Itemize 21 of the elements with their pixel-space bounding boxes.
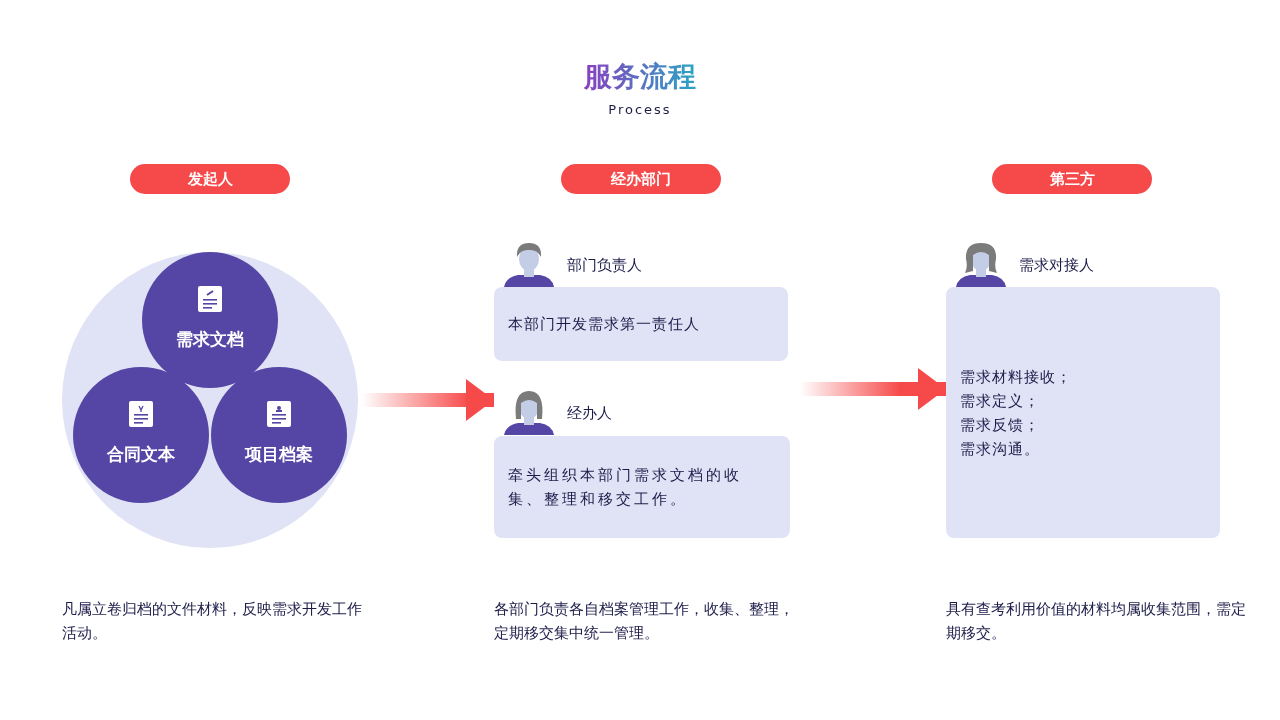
- role-heading: 需求对接人: [1019, 256, 1094, 275]
- card-text: 需求沟通。: [960, 438, 1041, 460]
- card-text: 需求定义；: [960, 390, 1041, 412]
- role-heading: 经办人: [567, 404, 612, 423]
- card-text: 本部门开发需求第一责任人: [508, 314, 701, 335]
- role-pill: 发起人: [130, 164, 290, 194]
- circle-label: 合同文本: [106, 443, 176, 466]
- circle-label: 需求文档: [175, 328, 245, 351]
- role-heading: 部门负责人: [567, 256, 642, 275]
- description-text: 具有查考利用价值的材料均属收集范围，需定期移交。: [946, 599, 1246, 644]
- card-text: 需求反馈；: [960, 414, 1041, 436]
- card-text: 需求材料接收；: [960, 366, 1073, 388]
- circle-label: 项目档案: [243, 443, 314, 466]
- card-text: 牵头组织本部门需求文档的收集、整理和移交工作。: [508, 465, 743, 510]
- arrow: [800, 368, 946, 410]
- role-pill: 第三方: [992, 164, 1152, 194]
- description-text: 凡属立卷归档的文件材料，反映需求开发工作活动。: [62, 599, 362, 644]
- subtitle: Process: [608, 102, 672, 117]
- title: 服务流程: [584, 60, 696, 93]
- description-text: 各部门负责各自档案管理工作，收集、整理，定期移交集中统一管理。: [494, 599, 794, 644]
- role-pill: 经办部门: [561, 164, 721, 194]
